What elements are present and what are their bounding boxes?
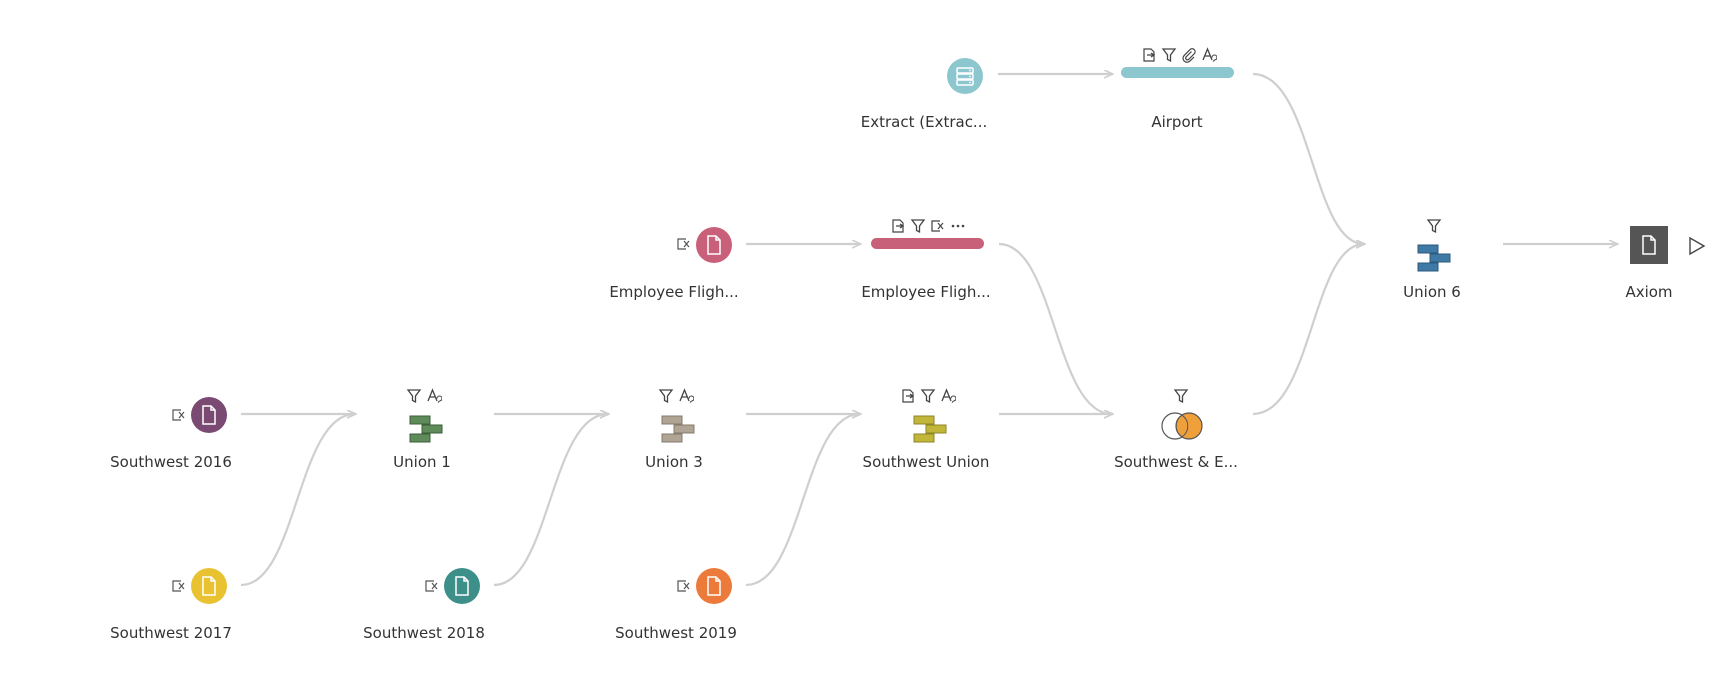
rename-fields-icon [892, 219, 905, 233]
node-extract-label: Extract (Extrac... [860, 113, 988, 131]
file-icon [202, 405, 216, 425]
employee-input-circle [696, 227, 732, 263]
removed-field-icon [425, 580, 438, 592]
paperclip-icon [1182, 48, 1196, 63]
join-icon [1161, 412, 1203, 440]
filter-icon [1161, 48, 1177, 63]
edge-employee-clean-join[interactable] [998, 242, 1112, 414]
employee-clean-annotations [890, 218, 966, 234]
removed-field-icon [677, 238, 690, 250]
sw2016-input-circle [191, 397, 227, 433]
union1-annotations [406, 388, 442, 404]
node-union1[interactable] [408, 414, 444, 444]
file-icon [1642, 235, 1656, 255]
node-sw2017[interactable] [189, 566, 229, 606]
file-icon [455, 576, 469, 596]
edge-join-union6[interactable] [1252, 244, 1364, 416]
rename-fields-icon [902, 389, 915, 403]
filter-icon [658, 389, 674, 404]
filter-icon [1173, 389, 1189, 404]
edge-airport-union6[interactable] [1252, 72, 1364, 244]
flow-edges [240, 72, 1617, 587]
removed-field-icon [172, 409, 185, 421]
node-union3[interactable] [660, 414, 696, 444]
filter-icon [1426, 219, 1442, 234]
sw2019-input-circle [696, 568, 732, 604]
union3-annotations [658, 388, 694, 404]
removed-field-icon [172, 580, 185, 592]
node-axiom[interactable] [1630, 226, 1668, 264]
union-icon [1417, 244, 1451, 272]
node-axiom-label: Axiom [1625, 283, 1673, 301]
node-sw2019[interactable] [694, 566, 734, 606]
node-sw2017-label: Southwest 2017 [110, 624, 232, 642]
edge-sw2017-union1[interactable] [240, 414, 355, 587]
database-icon [956, 67, 974, 86]
file-icon [202, 576, 216, 596]
join-annotations [1173, 388, 1189, 404]
file-icon [707, 235, 721, 255]
file-icon [707, 576, 721, 596]
sw2017-input-circle [191, 568, 227, 604]
edge-sw2019-swunion[interactable] [745, 414, 860, 587]
filter-icon [406, 389, 422, 404]
node-extract[interactable] [945, 56, 985, 96]
calculation-icon [679, 388, 694, 403]
run-flow-icon[interactable] [1688, 236, 1706, 256]
node-sw-join-label: Southwest & E... [1114, 453, 1238, 471]
removed-field-icon [931, 220, 944, 232]
union6-annotations [1426, 218, 1442, 234]
node-sw2018-label: Southwest 2018 [363, 624, 485, 642]
node-employee-clean-label: Employee Fligh... [861, 283, 991, 301]
node-sw2019-label: Southwest 2019 [615, 624, 737, 642]
swunion-annotations [900, 388, 956, 404]
rename-fields-icon [1143, 48, 1156, 62]
extract-input-circle [947, 58, 983, 94]
node-union6[interactable] [1416, 243, 1452, 273]
node-employee-input-label: Employee Fligh... [609, 283, 739, 301]
node-sw2018[interactable] [442, 566, 482, 606]
output-square [1630, 226, 1668, 264]
filter-icon [920, 389, 936, 404]
calculation-icon [427, 388, 442, 403]
more-icon [951, 224, 965, 228]
employee-clean-bar [871, 238, 984, 249]
node-sw2016-label: Southwest 2016 [110, 453, 232, 471]
node-sw-join[interactable] [1159, 410, 1205, 442]
union-icon [409, 415, 443, 443]
airport-annotations [1141, 47, 1217, 63]
sw2018-input-circle [444, 568, 480, 604]
node-union6-label: Union 6 [1403, 283, 1461, 301]
node-employee-input[interactable] [694, 225, 734, 265]
calculation-icon [941, 388, 956, 403]
node-swunion-label: Southwest Union [862, 453, 990, 471]
airport-clean-bar [1121, 67, 1234, 78]
node-union1-label: Union 1 [393, 453, 451, 471]
union-icon [913, 415, 947, 443]
filter-icon [910, 219, 926, 234]
node-sw2016[interactable] [189, 395, 229, 435]
node-airport-label: Airport [1151, 113, 1203, 131]
node-union3-label: Union 3 [645, 453, 703, 471]
removed-field-icon [677, 580, 690, 592]
node-swunion[interactable] [912, 414, 948, 444]
union-icon [661, 415, 695, 443]
edge-sw2018-union3[interactable] [493, 414, 608, 587]
calculation-icon [1202, 47, 1217, 62]
